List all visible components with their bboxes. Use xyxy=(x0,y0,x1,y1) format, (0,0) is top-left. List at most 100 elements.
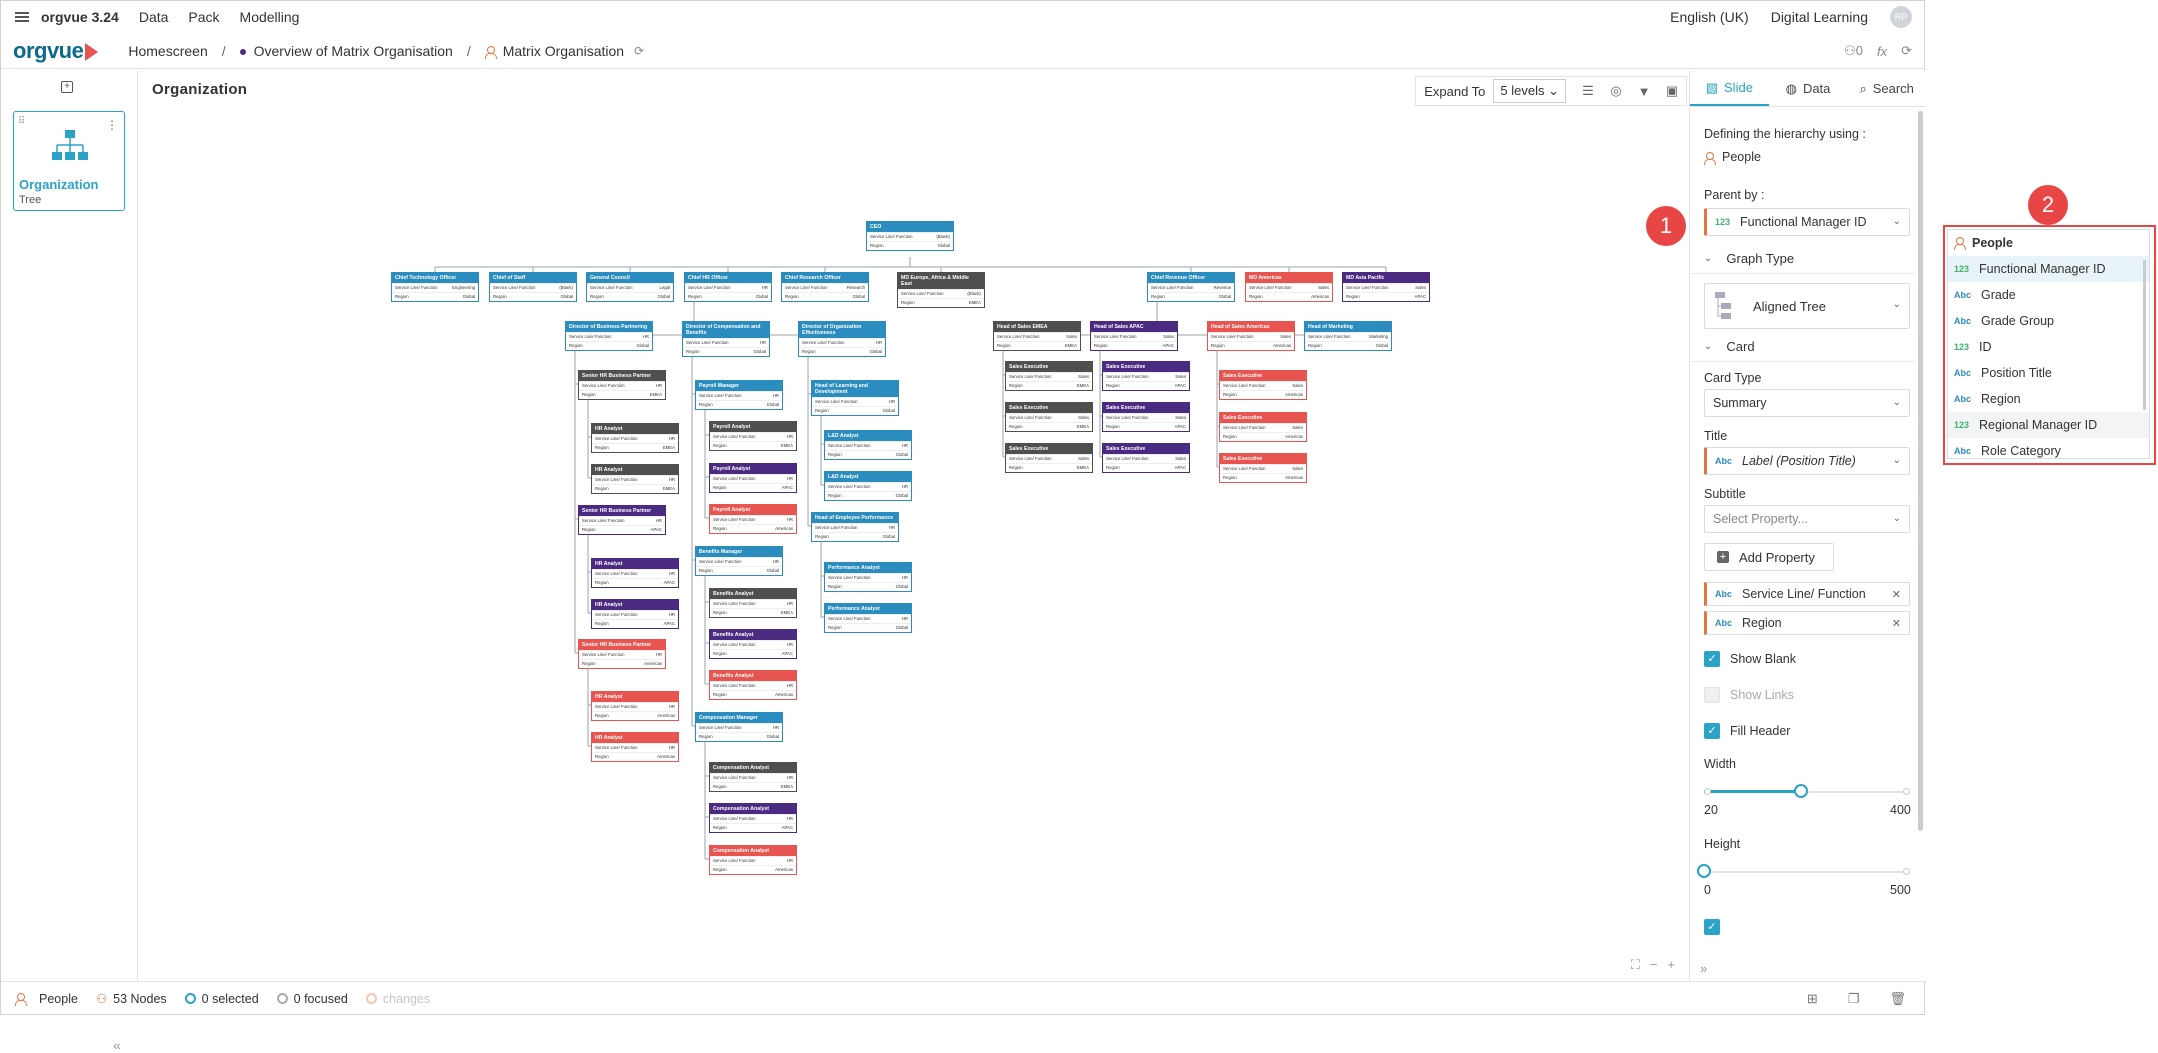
graph-canvas[interactable]: Organization Expand To 5 levels ⌄ ☰ ◎ ▼ … xyxy=(139,71,1687,981)
close-icon[interactable]: ✕ xyxy=(1891,588,1901,601)
graph-type-select[interactable]: Aligned Tree ⌄ xyxy=(1704,283,1910,329)
status-people[interactable]: People xyxy=(15,992,78,1006)
slider-knob[interactable] xyxy=(1793,784,1808,798)
breadcrumb-matrix[interactable]: Matrix Organisation xyxy=(484,43,624,59)
height-slider[interactable] xyxy=(1697,864,1910,880)
status-nodes[interactable]: ⚇53 Nodes xyxy=(96,991,167,1007)
subtitle-select[interactable]: Select Property...⌄ xyxy=(1704,505,1910,533)
list-view-icon[interactable]: ☰ xyxy=(1582,83,1594,98)
add-icon[interactable]: ⊞ xyxy=(1806,991,1818,1006)
fill-header-checkbox[interactable]: ✓Fill Header xyxy=(1704,723,1790,739)
menu-modelling[interactable]: Modelling xyxy=(239,9,300,25)
copy-icon[interactable]: ❐ xyxy=(1847,991,1860,1006)
tab-slide[interactable]: ▧Slide xyxy=(1690,71,1769,106)
language-selector[interactable]: English (UK) xyxy=(1670,9,1749,25)
collapse-panel-icon[interactable]: « xyxy=(113,1037,121,1053)
status-focused[interactable]: 0 focused xyxy=(276,992,348,1006)
orgvue-logo[interactable]: orgvue xyxy=(13,38,99,64)
tab-data[interactable]: ◍Data xyxy=(1769,71,1848,106)
palette-icon[interactable]: ◎ xyxy=(1610,83,1622,98)
digital-learning-link[interactable]: Digital Learning xyxy=(1770,9,1868,25)
slide-thumbnail[interactable]: ⠿ ⋮ Organization Tree xyxy=(13,111,125,211)
refresh-icon[interactable]: ⟳ xyxy=(634,43,645,58)
kebab-menu-icon[interactable]: ⋮ xyxy=(106,118,118,132)
delete-icon[interactable]: 🗑 xyxy=(1889,991,1906,1006)
expand-levels-select[interactable]: 5 levels ⌄ xyxy=(1493,79,1566,103)
formula-icon[interactable]: fx xyxy=(1876,43,1888,59)
dropdown-scrollbar[interactable] xyxy=(2143,260,2146,410)
menu-pack[interactable]: Pack xyxy=(188,9,220,25)
zoom-in-icon[interactable]: + xyxy=(1667,957,1675,972)
people-counter[interactable]: ⚇0 xyxy=(1844,43,1863,58)
show-links-checkbox[interactable]: Show Links xyxy=(1704,687,1794,703)
menu-data[interactable]: Data xyxy=(138,9,169,25)
expand-panel-icon[interactable]: » xyxy=(1700,960,1708,976)
graph-type-section[interactable]: ⌄Graph Type xyxy=(1704,251,1794,266)
status-changes[interactable]: changes xyxy=(365,992,430,1006)
breadcrumb-overview[interactable]: Overview of Matrix Organisation xyxy=(239,43,453,59)
more-option-checkbox[interactable]: ✓ xyxy=(1704,919,1720,935)
fit-screen-icon[interactable]: ⛶ xyxy=(1630,957,1640,972)
add-property-button[interactable]: +Add Property xyxy=(1704,543,1834,571)
slider-knob[interactable] xyxy=(1697,864,1711,878)
status-selected[interactable]: 0 selected xyxy=(184,992,259,1006)
sync-icon[interactable]: ⟳ xyxy=(1901,43,1912,58)
avatar[interactable]: RP xyxy=(1890,6,1912,28)
tab-search[interactable]: ⌕Search xyxy=(1847,71,1926,106)
drag-handle-icon[interactable]: ⠿ xyxy=(18,116,26,127)
zoom-out-icon[interactable]: − xyxy=(1649,957,1658,972)
panel-scrollbar[interactable] xyxy=(1918,111,1923,831)
